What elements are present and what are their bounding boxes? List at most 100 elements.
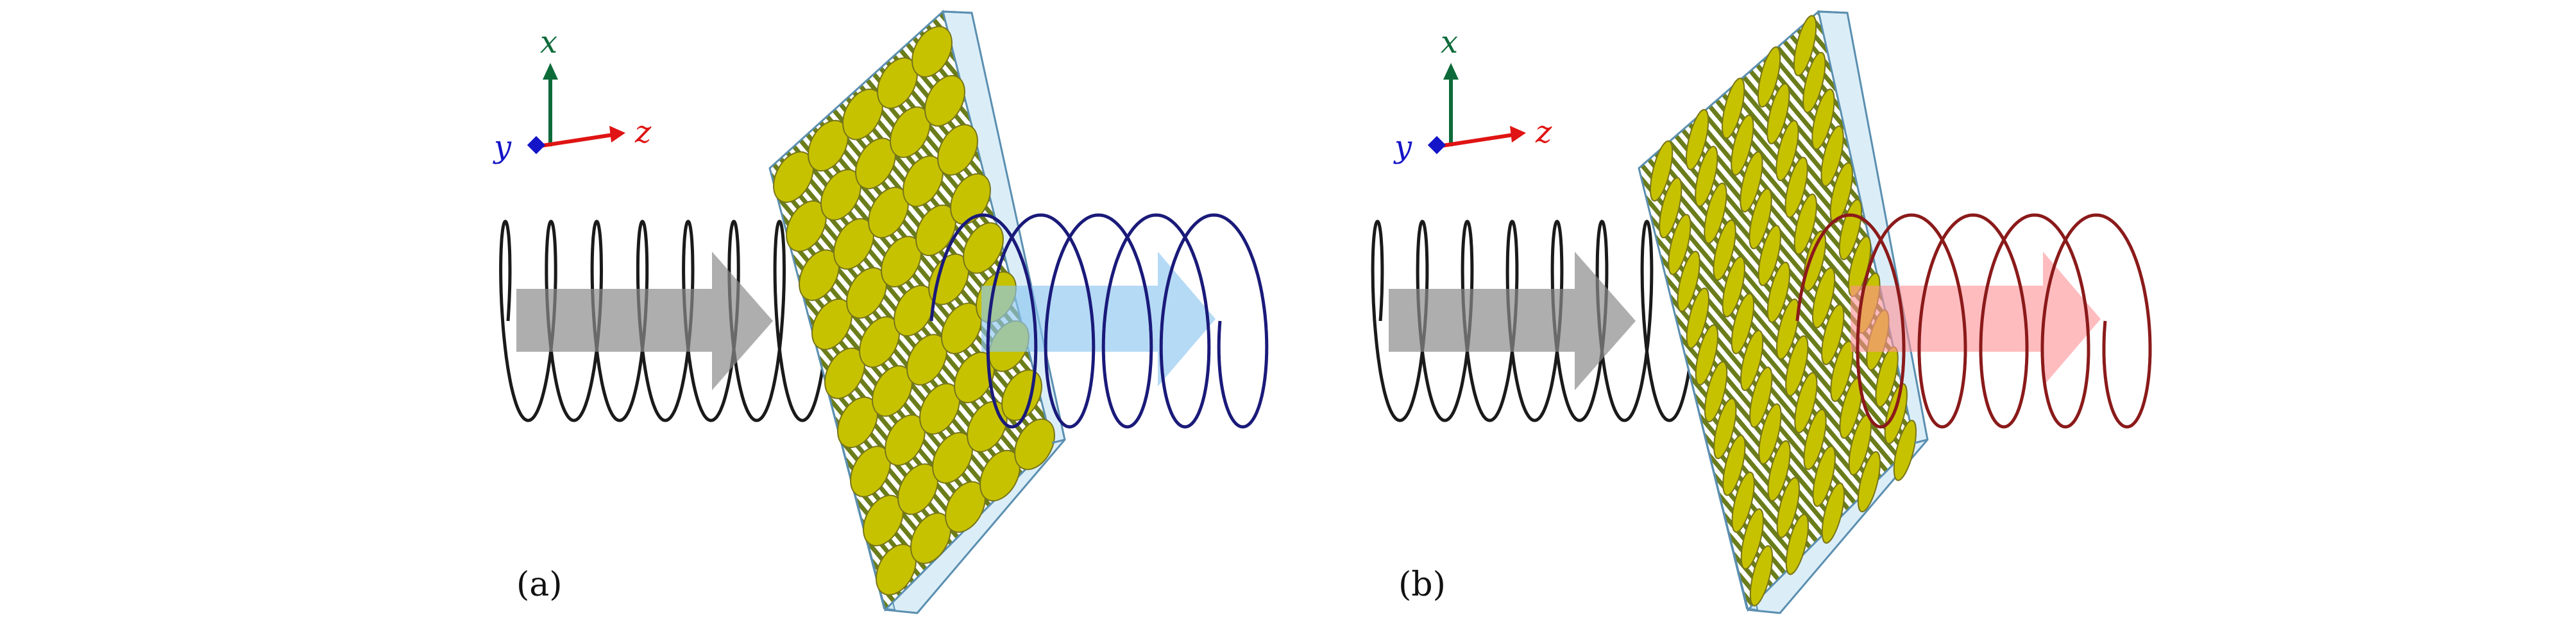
- meta-atom: [1793, 193, 1817, 255]
- axis-label-z: z: [1535, 114, 1552, 150]
- meta-atom: [1721, 78, 1745, 139]
- meta-atom-array: [1649, 15, 1917, 607]
- metasurface: [768, 10, 1066, 614]
- axis-triad: x z y: [493, 24, 652, 165]
- meta-atom: [1802, 230, 1827, 292]
- meta-atom: [1740, 151, 1763, 212]
- meta-atom: [1821, 304, 1845, 365]
- meta-atom: [1704, 182, 1727, 244]
- meta-atom: [872, 365, 913, 417]
- meta-atom: [1893, 420, 1917, 481]
- meta-atom: [1811, 89, 1835, 150]
- axis-label-z: z: [634, 114, 652, 150]
- meta-atom: [979, 449, 1021, 502]
- meta-atom: [820, 169, 861, 221]
- meta-atom: [924, 74, 965, 127]
- meta-atom: [868, 186, 909, 239]
- meta-atom: [1767, 83, 1790, 144]
- meta-atom: [846, 267, 887, 319]
- meta-atom: [1758, 403, 1782, 465]
- meta-atom: [859, 316, 900, 368]
- transmitted-arrow: [1851, 252, 2101, 386]
- meta-atom: [1713, 397, 1737, 460]
- meta-atom-array: [773, 26, 1055, 596]
- meta-atom: [890, 106, 931, 159]
- meta-atom: [1820, 125, 1844, 187]
- meta-atom: [1776, 477, 1800, 539]
- meta-atom: [837, 396, 878, 449]
- meta-atom: [1014, 419, 1055, 471]
- axis-label-x: x: [1441, 24, 1458, 60]
- meta-atom: [911, 26, 953, 78]
- axis-label-y: y: [1393, 129, 1412, 165]
- meta-atom: [842, 89, 883, 141]
- meta-atom: [1731, 471, 1755, 533]
- meta-atom: [1758, 225, 1781, 286]
- transmitted-wave: [1795, 213, 2152, 429]
- meta-atom: [1749, 188, 1772, 250]
- meta-atom: [824, 347, 865, 399]
- meta-atom: [945, 481, 986, 533]
- meta-atom: [1784, 157, 1808, 218]
- transmitted-arrow: [981, 252, 1216, 386]
- metasurface: [1638, 10, 1929, 614]
- meta-atom: [1722, 256, 1745, 318]
- meta-atom: [881, 236, 922, 288]
- meta-atom: [1884, 383, 1908, 445]
- meta-atom: [863, 494, 904, 547]
- meta-atom: [811, 298, 852, 350]
- meta-atom: [1812, 445, 1836, 507]
- panel-label-a: (a): [516, 566, 563, 604]
- meta-atom: [915, 204, 956, 256]
- meta-atom: [786, 200, 827, 252]
- meta-atom: [1704, 361, 1728, 422]
- meta-atom: [1767, 261, 1791, 323]
- meta-atom: [1803, 409, 1827, 471]
- meta-atom: [855, 137, 896, 189]
- meta-atom: [1775, 119, 1799, 182]
- meta-atom: [1695, 146, 1718, 207]
- meta-atom: [1802, 51, 1826, 114]
- meta-atom: [1793, 15, 1817, 76]
- meta-atom: [897, 463, 938, 515]
- meta-atom: [850, 445, 891, 497]
- meta-atom: [885, 414, 926, 466]
- meta-atom: [941, 302, 982, 354]
- meta-atom: [1649, 140, 1674, 202]
- meta-atom: [1749, 367, 1773, 428]
- meta-atom: [894, 284, 935, 337]
- incident-arrow: [1389, 252, 1636, 390]
- meta-atom: [1749, 545, 1774, 607]
- meta-atom: [1659, 177, 1682, 239]
- transmitted-wave: [929, 213, 1269, 429]
- incident-arrow: [516, 252, 773, 390]
- meta-atom: [877, 57, 918, 109]
- meta-atom: [932, 432, 973, 484]
- meta-atom: [1830, 340, 1854, 402]
- meta-atom: [919, 383, 960, 435]
- meta-atom: [1722, 435, 1746, 496]
- axis-label-y: y: [493, 129, 512, 165]
- meta-atom: [1767, 440, 1791, 502]
- panel-b: x z y (b): [1371, 10, 2152, 614]
- meta-atom: [1857, 451, 1881, 513]
- meta-atom: [1740, 329, 1764, 392]
- meta-atom: [1785, 514, 1809, 575]
- axis-label-x: x: [540, 24, 557, 60]
- meta-atom: [1775, 298, 1800, 360]
- meta-atom: [1731, 293, 1755, 354]
- meta-atom: [1695, 324, 1719, 386]
- meta-atom: [799, 249, 840, 301]
- meta-atom: [910, 512, 951, 564]
- meta-atom: [1686, 287, 1709, 349]
- meta-atom: [906, 334, 947, 386]
- meta-atom: [1677, 250, 1700, 312]
- meta-atom: [1757, 46, 1781, 108]
- meta-atom: [1794, 372, 1818, 433]
- meta-atom: [1668, 214, 1691, 275]
- meta-atom: [928, 254, 969, 306]
- axis-triad: x z y: [1393, 24, 1552, 165]
- meta-atom: [1785, 335, 1809, 397]
- meta-atom: [833, 218, 874, 270]
